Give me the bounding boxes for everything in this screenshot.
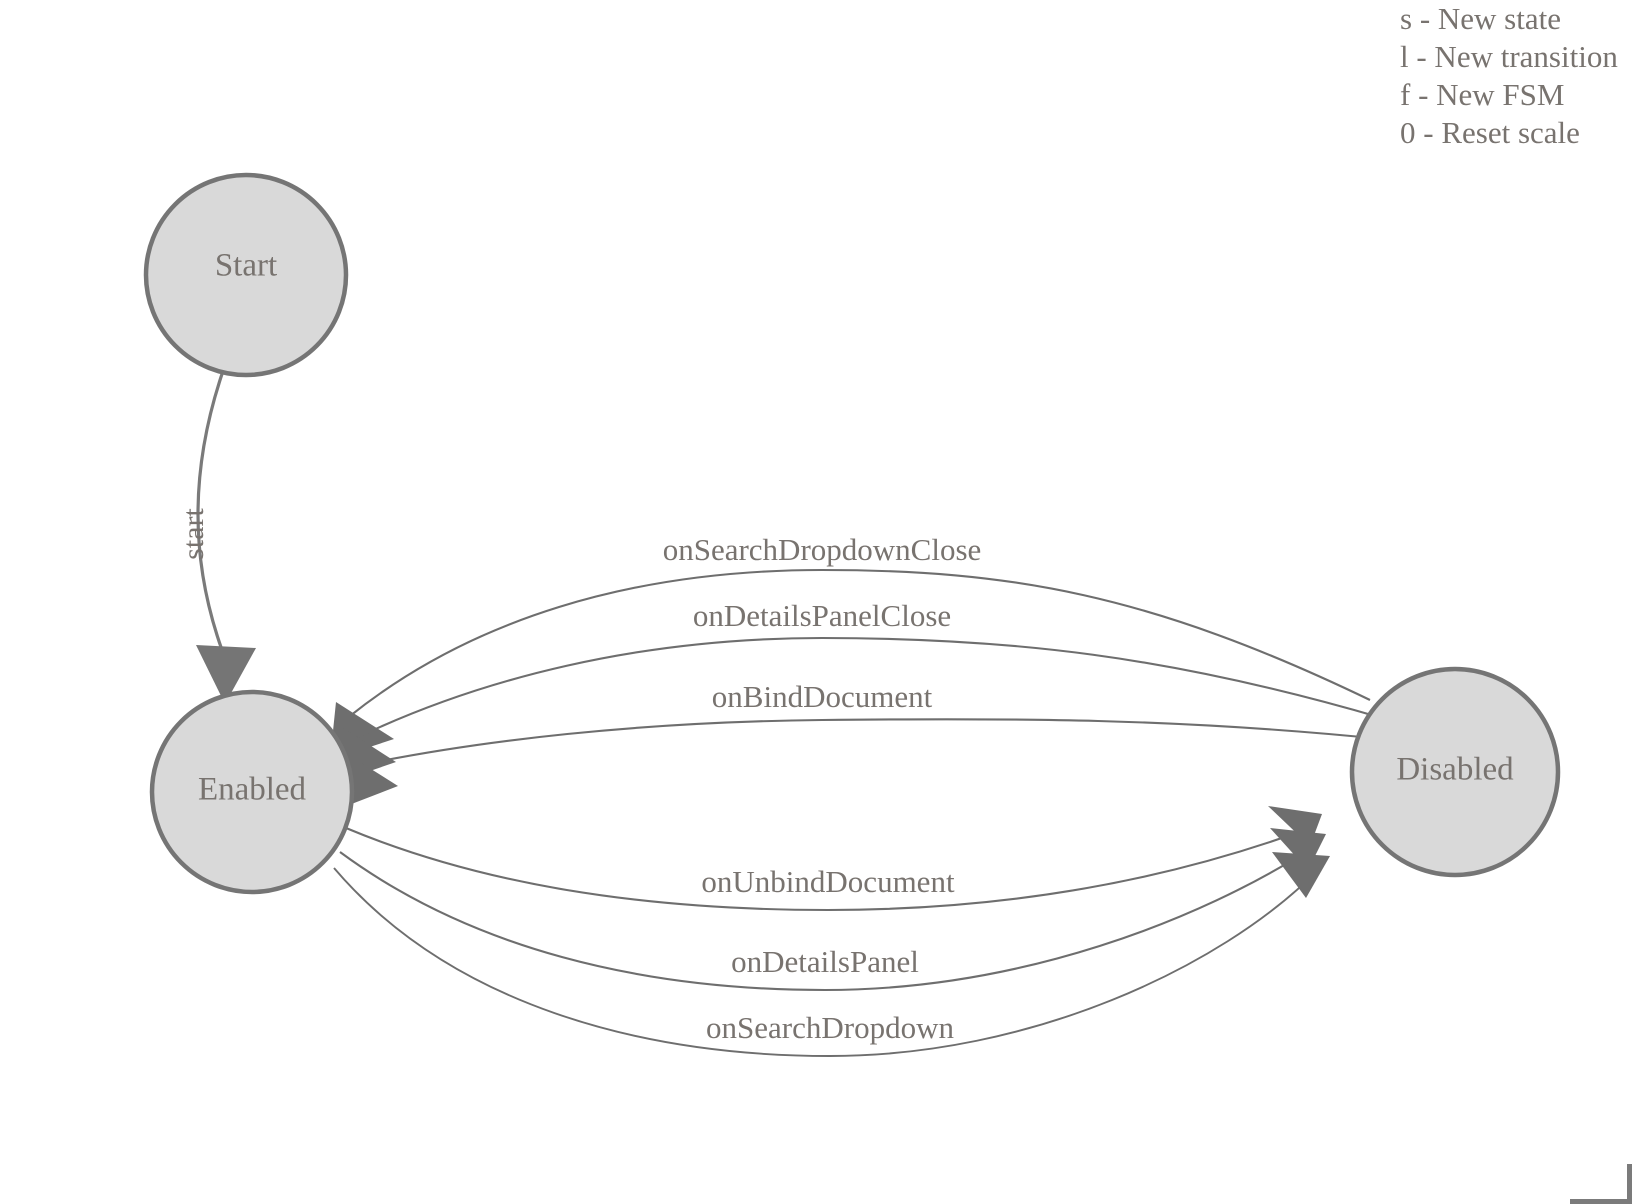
transition-on-search-dropdown-close-label: onSearchDropdownClose: [663, 532, 982, 567]
transition-on-details-panel-close-line[interactable]: [351, 636, 1383, 741]
state-node-start-circle[interactable]: [143, 172, 349, 378]
transition-on-search-dropdown-arrowhead: [1272, 852, 1330, 898]
state-node-start-label: Start: [215, 248, 277, 284]
transition-on-search-dropdown-label: onSearchDropdown: [706, 1010, 954, 1045]
transition-on-details-panel-line[interactable]: [339, 847, 1313, 992]
transition-on-unbind-document[interactable]: onUnbindDocument: [345, 806, 1322, 912]
state-node-disabled-circle[interactable]: [1349, 666, 1561, 878]
transition-on-details-panel-label: onDetailsPanel: [731, 944, 919, 979]
transition-start-arrowhead: [196, 645, 256, 704]
state-node-start[interactable]: Start: [143, 172, 349, 378]
transition-on-unbind-document-line[interactable]: [345, 827, 1311, 912]
state-node-disabled-label: Disabled: [1396, 752, 1514, 788]
transition-on-search-dropdown-close-line[interactable]: [349, 568, 1371, 717]
transition-start[interactable]: start: [177, 373, 256, 704]
state-node-enabled-label: Enabled: [198, 772, 307, 808]
transition-on-bind-document-label: onBindDocument: [712, 679, 933, 714]
state-node-disabled[interactable]: Disabled: [1349, 666, 1561, 878]
transition-on-unbind-document-label: onUnbindDocument: [701, 864, 955, 899]
transition-on-search-dropdown-close[interactable]: onSearchDropdownClose: [330, 532, 1371, 760]
transition-on-search-dropdown-line[interactable]: [333, 867, 1317, 1057]
transition-start-label: start: [177, 508, 210, 560]
transition-start-line[interactable]: [196, 373, 224, 651]
state-node-enabled[interactable]: Enabled: [149, 689, 355, 895]
transition-on-details-panel-close-label: onDetailsPanelClose: [693, 598, 951, 633]
transition-on-bind-document[interactable]: onBindDocument: [336, 679, 1393, 810]
state-node-enabled-circle[interactable]: [149, 689, 355, 895]
transition-on-search-dropdown[interactable]: onSearchDropdown: [333, 852, 1330, 1057]
transition-on-bind-document-line[interactable]: [355, 718, 1393, 768]
